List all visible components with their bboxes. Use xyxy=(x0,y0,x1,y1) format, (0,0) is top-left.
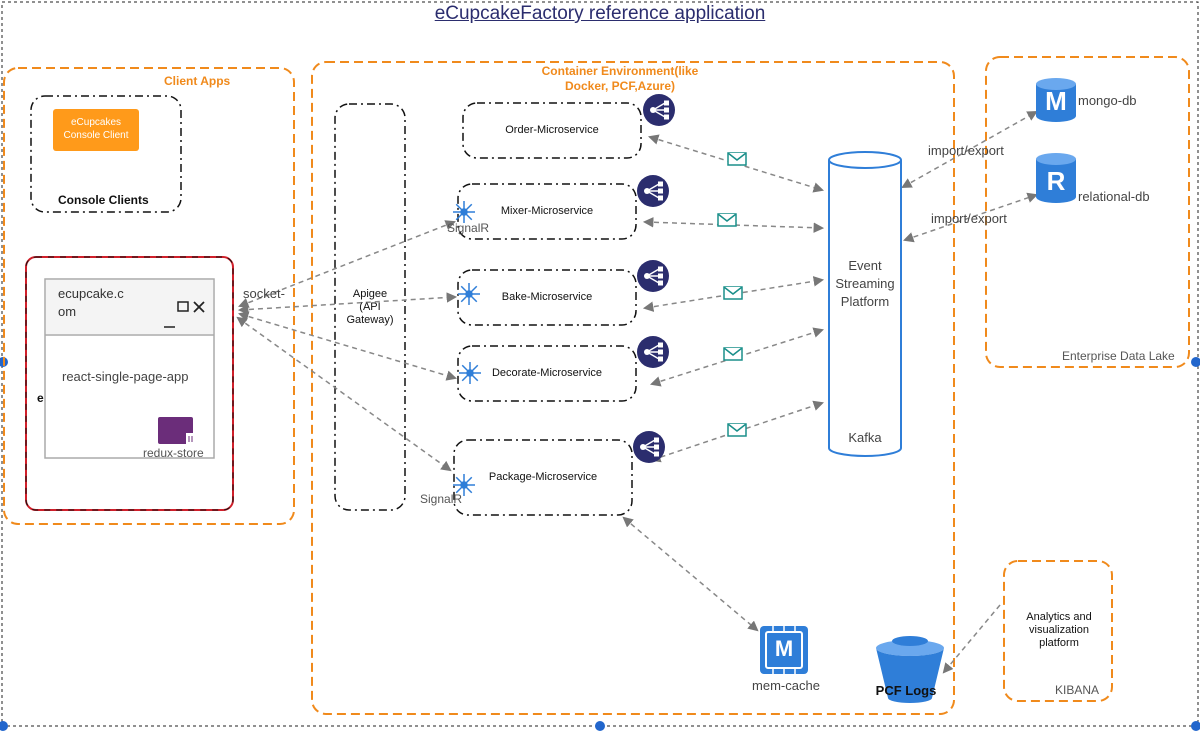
frame-handle-bottom-left[interactable] xyxy=(0,721,8,731)
envelope-icon xyxy=(723,286,743,300)
memcache-label: mem-cache xyxy=(752,678,820,693)
link-decorate-kafka xyxy=(649,327,825,387)
signalr-burst-icon xyxy=(459,362,481,384)
service-hub-icon xyxy=(637,260,669,292)
mixer-microservice-box[interactable] xyxy=(457,183,637,240)
envelope-icon xyxy=(727,152,747,166)
data-lake-label: Enterprise Data Lake xyxy=(1062,349,1175,363)
browser-titlebar xyxy=(46,280,213,334)
redux-store-label: redux-store xyxy=(143,446,204,460)
service-hub-icon xyxy=(633,431,665,463)
spa-app-label: react-single-page-app xyxy=(62,369,189,384)
decorate-microservice-box[interactable] xyxy=(457,345,637,402)
console-clients-label: Console Clients xyxy=(58,193,149,207)
signalr-bottom-label: SignalR xyxy=(420,492,463,506)
mongo-db-icon[interactable] xyxy=(1036,78,1076,122)
package-microservice-label: Package-Microservice xyxy=(488,471,598,483)
pcf-logs-bucket-icon[interactable] xyxy=(876,636,944,703)
kafka-title-label: Event Streaming Platform xyxy=(835,258,895,309)
memcache-letter: M xyxy=(774,636,794,661)
analytics-label: Analytics and visualization platform xyxy=(1026,611,1092,649)
signalr-burst-icon xyxy=(453,474,475,496)
service-hub-icon xyxy=(643,94,675,126)
kafka-name-label: Kafka xyxy=(848,430,882,445)
mongo-db-letter: M xyxy=(1045,86,1067,116)
frame-handle-bottom-mid[interactable] xyxy=(595,721,605,731)
import-export-relational-label: import/export xyxy=(931,211,1007,226)
link-package-kafka xyxy=(650,400,824,463)
link-mixer-kafka xyxy=(642,217,825,233)
kibana-label: KIBANA xyxy=(1055,683,1100,697)
container-env-label: Container Environment(like Docker, PCF,A… xyxy=(541,64,699,93)
mongo-db-label: mongo-db xyxy=(1078,93,1137,108)
package-microservice-box[interactable] xyxy=(453,439,633,516)
service-hub-icon xyxy=(637,336,669,368)
decorate-microservice-label: Decorate-Microservice xyxy=(491,367,603,379)
browser-url-label: ecupcake.c om xyxy=(58,286,124,319)
order-microservice-label: Order-Microservice xyxy=(505,124,599,136)
data-lake-group[interactable] xyxy=(985,56,1190,368)
pcf-logs-label: PCF Logs xyxy=(875,683,937,698)
signalr-burst-icon xyxy=(453,201,475,223)
apigee-gateway-label: Apigee (API Gateway) xyxy=(346,288,394,326)
memcache-chip-icon[interactable] xyxy=(760,626,808,674)
link-spa-package xyxy=(236,316,452,472)
kafka-cylinder[interactable] xyxy=(828,151,902,457)
link-spa-mixer xyxy=(238,220,456,308)
relational-db-letter: R xyxy=(1046,166,1066,196)
service-hub-icon xyxy=(637,175,669,207)
import-export-mongo-label: import/export xyxy=(928,143,1004,158)
bake-microservice-box[interactable] xyxy=(457,269,637,326)
link-kafka-mongo xyxy=(901,110,1038,189)
signalr-top-label: SignalR xyxy=(447,221,490,235)
link-analytics-pcflogs xyxy=(942,604,1001,674)
console-client-button-label: eCupcakes Console Client xyxy=(63,117,129,141)
redux-store-icon xyxy=(158,417,195,444)
signalr-burst-icons xyxy=(453,201,481,496)
order-microservice-box[interactable] xyxy=(462,102,642,159)
close-icon[interactable] xyxy=(193,301,205,313)
frame-handle-right[interactable] xyxy=(1191,357,1200,367)
envelope-icon xyxy=(717,213,737,227)
link-bake-kafka xyxy=(642,276,825,312)
envelope-icon xyxy=(727,423,747,437)
diagram-title: eCupcakeFactory reference application xyxy=(434,3,766,24)
envelope-icon xyxy=(723,347,743,361)
bake-microservice-label: Bake-Microservice xyxy=(501,291,593,303)
maximize-icon[interactable] xyxy=(177,301,189,312)
mixer-microservice-label: Mixer-Microservice xyxy=(500,205,594,217)
signalr-burst-icon xyxy=(458,283,480,305)
frame-handle-bottom-right[interactable] xyxy=(1191,721,1200,731)
relational-db-icon[interactable] xyxy=(1036,153,1076,203)
link-order-kafka xyxy=(647,134,825,193)
console-client-button[interactable] xyxy=(53,109,139,151)
socket-label: socket- xyxy=(243,286,285,301)
client-apps-label: Client Apps xyxy=(164,74,231,88)
spa-cut-letter: e xyxy=(37,391,44,405)
relational-db-label: relational-db xyxy=(1078,189,1150,204)
link-package-memcache xyxy=(622,516,759,632)
service-hub-icons xyxy=(633,94,675,463)
kibana-group[interactable] xyxy=(1003,560,1113,702)
